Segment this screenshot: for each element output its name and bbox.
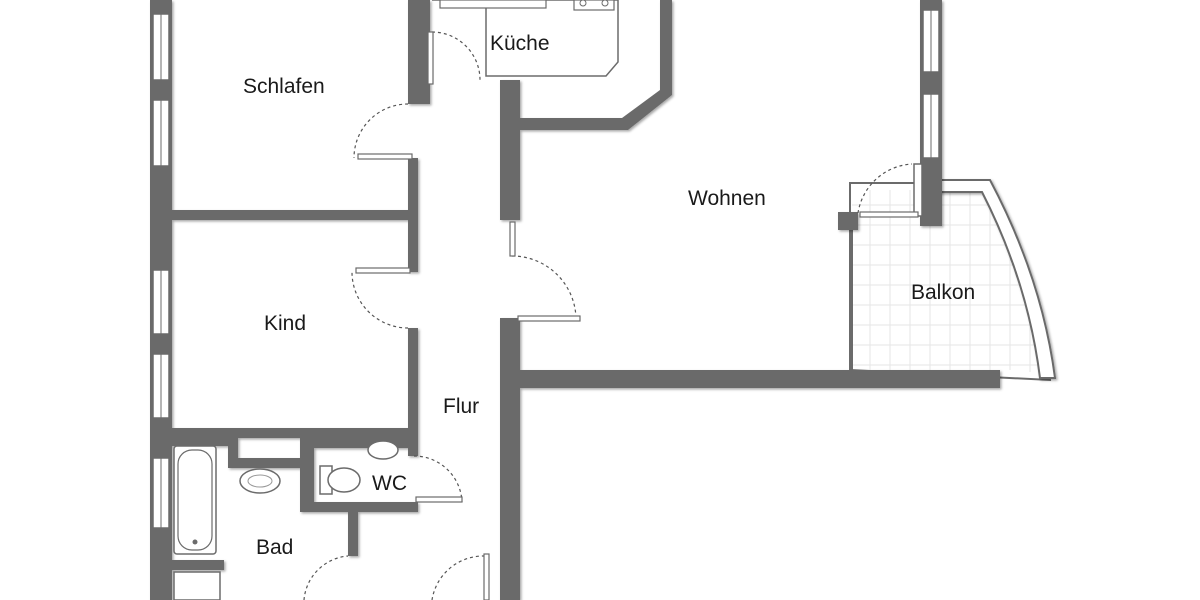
room-label-kind: Kind (264, 312, 307, 335)
room-label-wc: WC (372, 472, 407, 495)
balcony (849, 179, 1057, 382)
room-label-bad: Bad (256, 536, 294, 559)
room-label-kueche: Küche (490, 32, 550, 55)
room-label-schlafen: Schlafen (243, 75, 325, 98)
room-label-wohnen: Wohnen (688, 187, 766, 210)
bath-fixtures (173, 440, 399, 600)
room-label-balkon: Balkon (911, 281, 976, 304)
walls (150, 0, 1000, 600)
room-label-flur: Flur (443, 395, 480, 418)
kitchen-counter (432, 0, 619, 77)
left-windows (152, 13, 170, 529)
door-swings (303, 31, 919, 600)
right-windows (913, 9, 940, 217)
